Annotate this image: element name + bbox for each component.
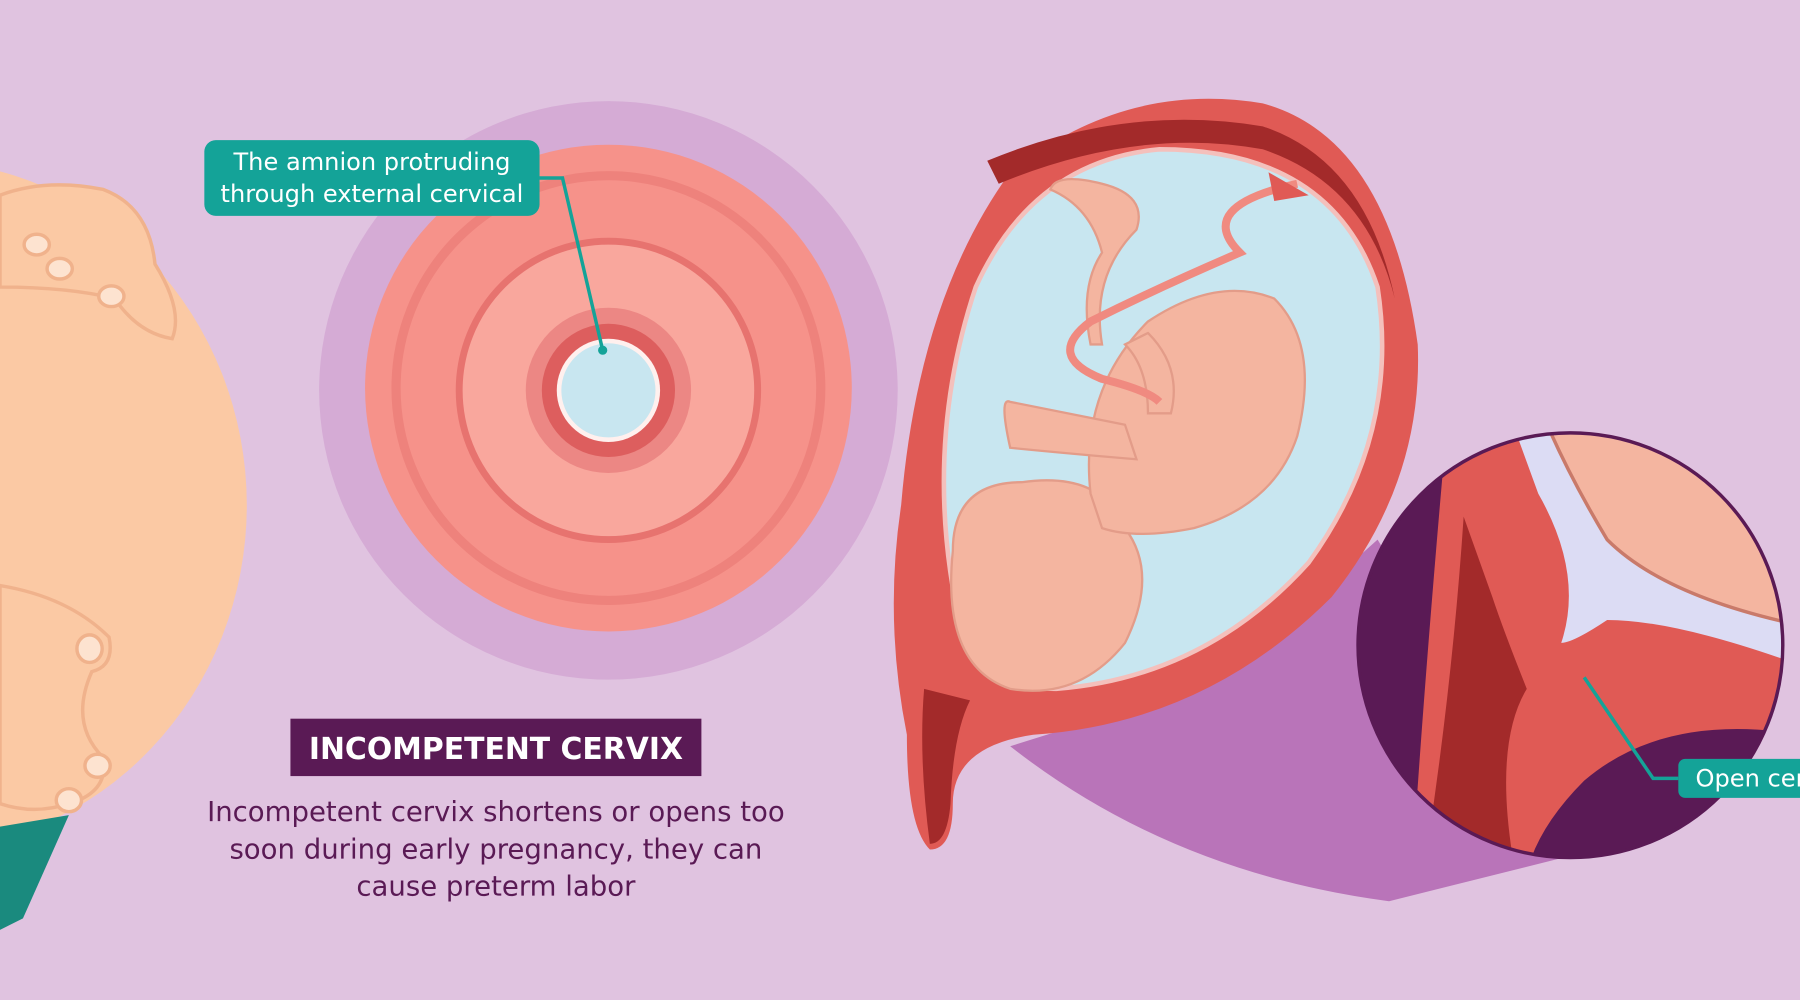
hand-top	[0, 183, 178, 341]
page-title: INCOMPETENT CERVIX	[309, 732, 683, 767]
hand-bottom	[0, 583, 112, 814]
amnion-callout-line1: The amnion protruding	[232, 148, 510, 176]
description-line1: Incompetent cervix shortens or opens too	[207, 796, 785, 828]
open-cervix-callout: Open cer	[1582, 676, 1800, 798]
fetus	[950, 178, 1306, 692]
title-banner: INCOMPETENT CERVIX	[290, 718, 702, 777]
amnion-callout: The amnion protruding through external c…	[204, 140, 608, 355]
description: Incompetent cervix shortens or opens too…	[207, 796, 785, 903]
description-line3: cause preterm labor	[356, 870, 636, 902]
description-line2: soon during early pregnancy, they can	[229, 834, 762, 866]
amnion-callout-line2: through external cervical	[221, 180, 524, 208]
open-cervix-label: Open cer	[1696, 764, 1800, 792]
pregnant-belly	[0, 171, 247, 930]
cervix-front-view	[319, 101, 898, 680]
uterus-with-fetus	[893, 98, 1419, 850]
